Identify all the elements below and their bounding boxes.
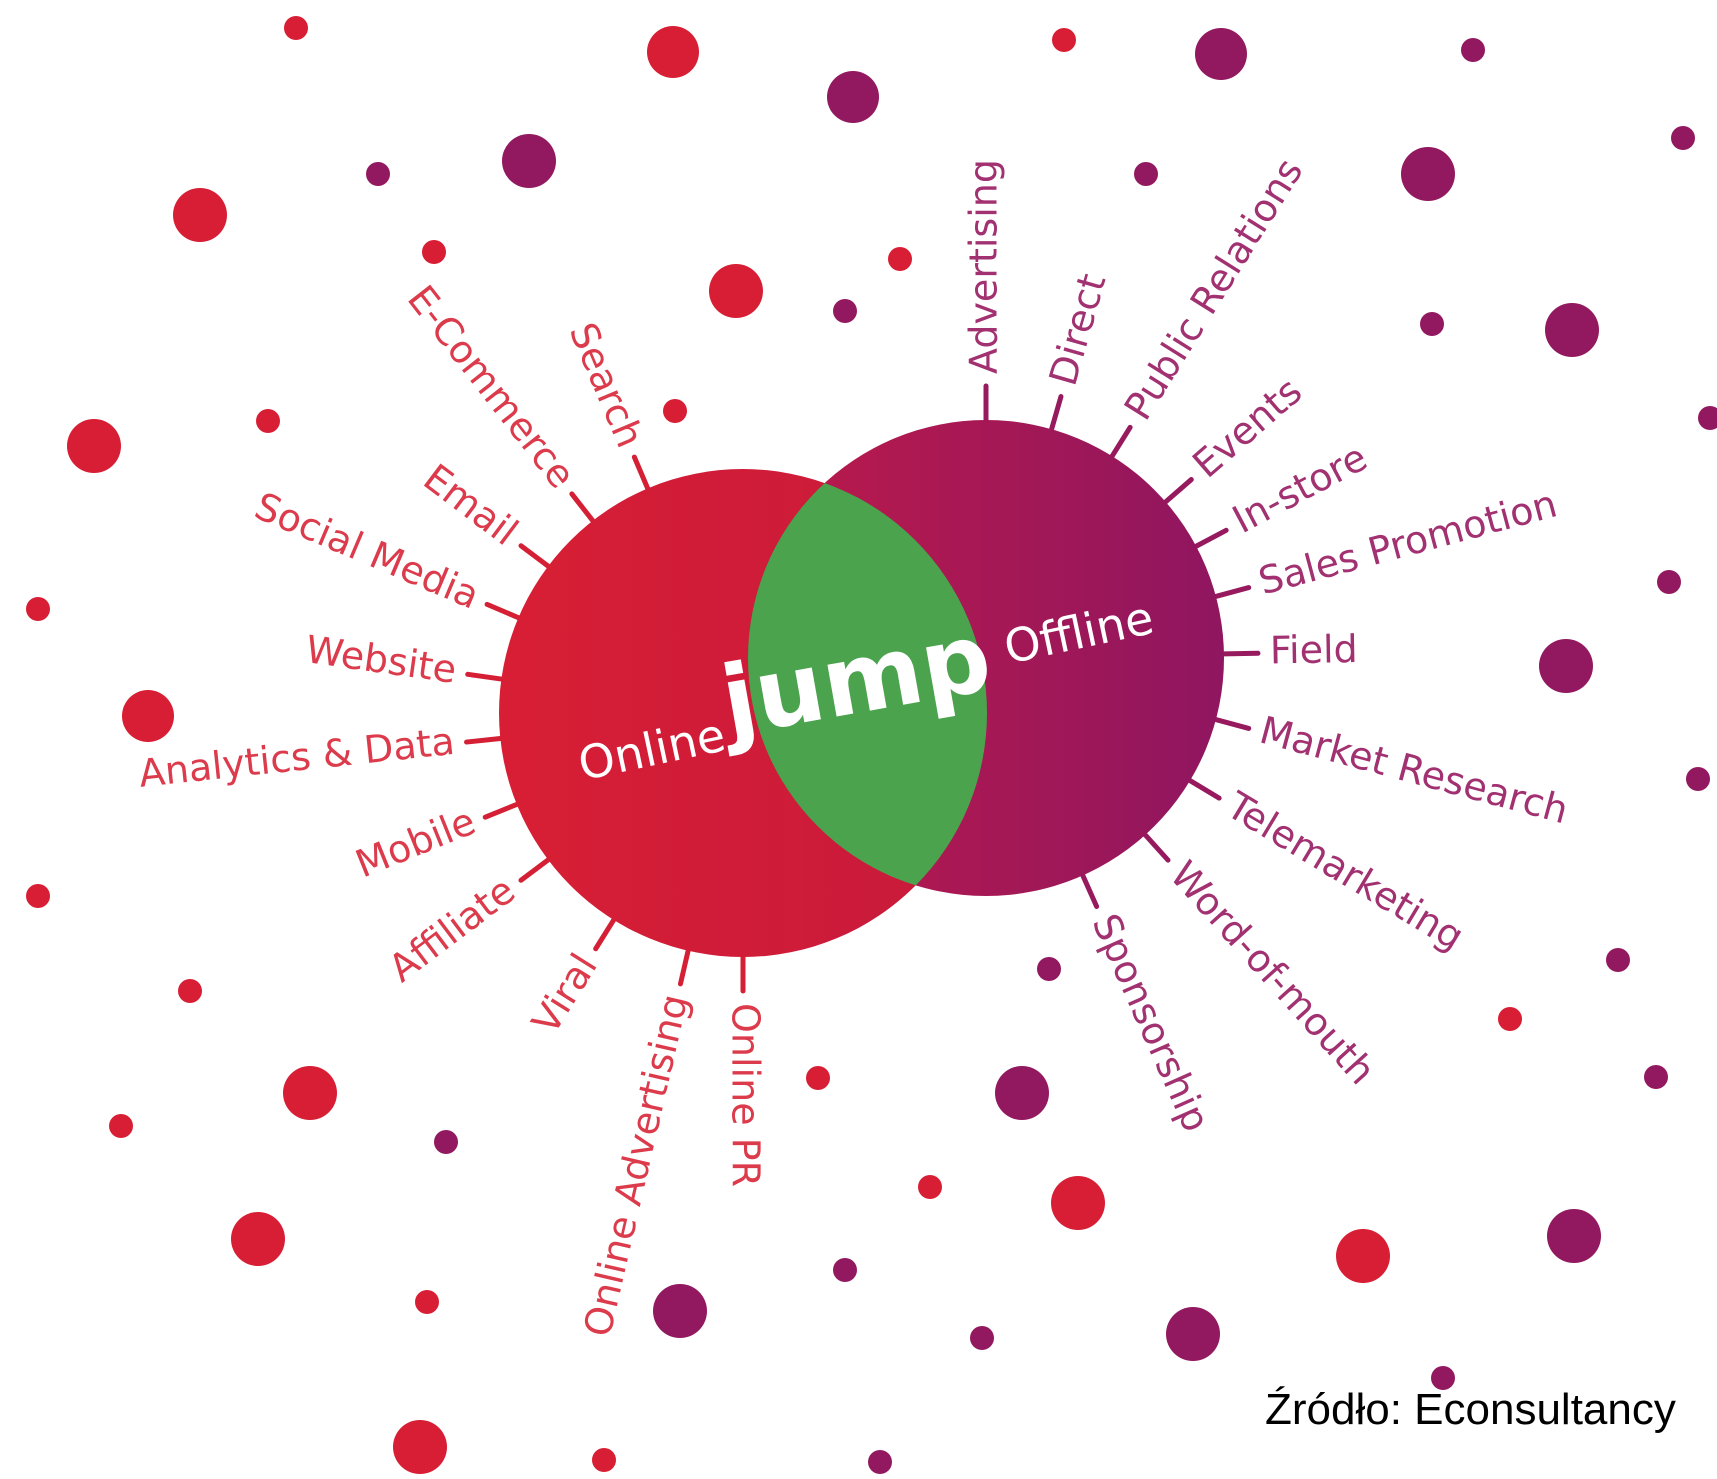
decorative-dot bbox=[284, 16, 308, 40]
decorative-dot bbox=[868, 1450, 892, 1474]
offline-spoke bbox=[1080, 872, 1100, 909]
decorative-dot bbox=[653, 1284, 707, 1338]
online-channel-label: Website bbox=[303, 627, 459, 692]
online-spoke bbox=[593, 917, 617, 952]
decorative-dot bbox=[1431, 1366, 1455, 1390]
offline-spoke bbox=[1221, 650, 1261, 657]
offline-spoke bbox=[1193, 527, 1229, 549]
decorative-dot bbox=[592, 1448, 616, 1472]
offline-spoke bbox=[1213, 585, 1252, 599]
online-channel-label: Online PR bbox=[724, 1003, 768, 1187]
decorative-dot bbox=[1134, 162, 1158, 186]
decorative-dot bbox=[1052, 28, 1076, 52]
online-channel-label: Analytics & Data bbox=[137, 719, 457, 796]
offline-spoke bbox=[1049, 394, 1064, 432]
decorative-dot bbox=[173, 188, 227, 242]
decorative-dot bbox=[709, 264, 763, 318]
decorative-dot bbox=[1644, 1065, 1668, 1089]
online-spoke bbox=[518, 543, 551, 569]
decorative-dot bbox=[1606, 948, 1630, 972]
online-spoke bbox=[631, 454, 651, 491]
online-channel-label: E-Commerce bbox=[399, 277, 584, 496]
decorative-dot bbox=[256, 409, 280, 433]
offline-channel-label: Direct bbox=[1041, 269, 1115, 391]
decorative-dot bbox=[888, 247, 912, 271]
online-channel-label: Email bbox=[415, 455, 526, 554]
offline-channel-label: Sponsorship bbox=[1084, 907, 1219, 1138]
online-channel-label: Affiliate bbox=[381, 868, 524, 991]
decorative-dot bbox=[1195, 28, 1247, 80]
decorative-dot bbox=[502, 134, 556, 188]
decorative-dot bbox=[1037, 957, 1061, 981]
offline-spoke bbox=[1109, 424, 1133, 459]
decorative-dot bbox=[833, 299, 857, 323]
decorative-dot bbox=[122, 690, 174, 742]
source-caption: Źródło: Econsultancy bbox=[1265, 1385, 1676, 1434]
decorative-dot bbox=[67, 419, 121, 473]
online-channel-label: Mobile bbox=[349, 799, 481, 886]
decorative-dot bbox=[26, 884, 50, 908]
decorative-dot bbox=[1420, 312, 1444, 336]
online-spoke bbox=[518, 857, 551, 883]
offline-spoke bbox=[1187, 778, 1222, 801]
online-spoke bbox=[464, 736, 503, 745]
decorative-dot bbox=[1498, 1007, 1522, 1031]
decorative-dot bbox=[1166, 1307, 1220, 1361]
offline-channel-label: Field bbox=[1270, 627, 1358, 673]
decorative-dot bbox=[827, 71, 879, 123]
online-spoke bbox=[569, 491, 596, 524]
offline-spokes bbox=[983, 383, 1261, 909]
decorative-dot bbox=[1686, 767, 1710, 791]
decorative-dot bbox=[109, 1114, 133, 1138]
online-spoke bbox=[484, 601, 521, 621]
decorative-dot bbox=[1401, 147, 1455, 201]
decorative-dot bbox=[1657, 570, 1681, 594]
decorative-dot bbox=[1461, 38, 1485, 62]
online-spoke bbox=[677, 948, 691, 987]
decorative-dot bbox=[434, 1130, 458, 1154]
offline-channel-label: Market Research bbox=[1255, 708, 1573, 833]
decorative-dot bbox=[1539, 639, 1593, 693]
decorative-dot bbox=[26, 597, 50, 621]
decorative-dot bbox=[178, 979, 202, 1003]
offline-spoke bbox=[1163, 477, 1194, 505]
online-spoke bbox=[482, 801, 520, 820]
decorative-dot bbox=[918, 1175, 942, 1199]
online-spokes bbox=[464, 454, 746, 994]
online-channel-label: Search bbox=[561, 316, 653, 453]
decorative-dot bbox=[283, 1066, 337, 1120]
decorative-dot bbox=[833, 1258, 857, 1282]
decorative-dot bbox=[1547, 1209, 1601, 1263]
decorative-dot bbox=[422, 240, 446, 264]
decorative-dot bbox=[1336, 1229, 1390, 1283]
offline-channel-label: Advertising bbox=[962, 159, 1006, 374]
decorative-dot bbox=[415, 1290, 439, 1314]
decorative-dots bbox=[26, 16, 1717, 1474]
online-spoke bbox=[465, 671, 504, 682]
online-channel-label: Viral bbox=[523, 946, 605, 1042]
decorative-dot bbox=[647, 26, 699, 78]
decorative-dot bbox=[806, 1066, 830, 1090]
offline-spoke bbox=[1213, 717, 1252, 731]
decorative-dot bbox=[366, 162, 390, 186]
offline-spoke bbox=[1142, 832, 1171, 863]
decorative-dot bbox=[231, 1212, 285, 1266]
decorative-dot bbox=[1051, 1176, 1105, 1230]
decorative-dot bbox=[1698, 406, 1717, 430]
decorative-dot bbox=[663, 399, 687, 423]
decorative-dot bbox=[393, 1420, 447, 1474]
decorative-dot bbox=[1545, 303, 1599, 357]
decorative-dot bbox=[1671, 126, 1695, 150]
decorative-dot bbox=[995, 1066, 1049, 1120]
decorative-dot bbox=[970, 1326, 994, 1350]
